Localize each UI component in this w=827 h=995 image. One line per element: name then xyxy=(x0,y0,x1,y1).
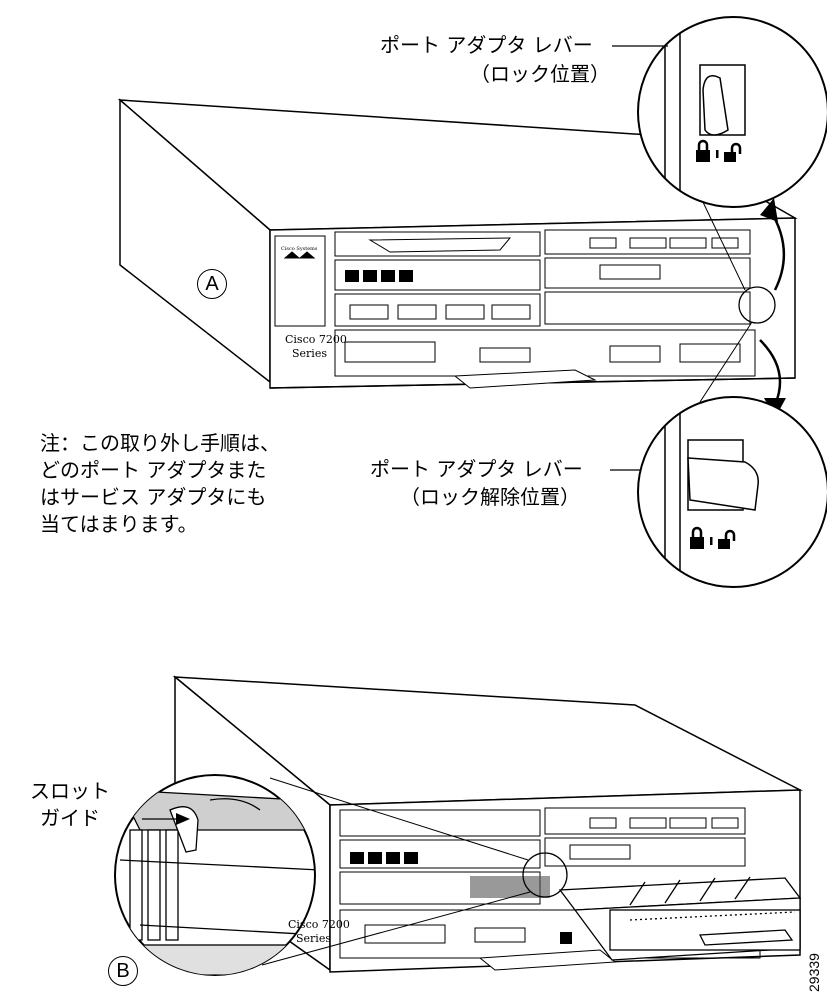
panel-b-letter: B xyxy=(108,956,138,986)
callout-unlocked-line1: ポート アダプタ レバー xyxy=(370,457,583,481)
slot-guide-line1: スロット xyxy=(30,779,110,803)
slot-guide-arrowhead xyxy=(176,813,190,825)
unlock-icon-2 xyxy=(718,529,736,549)
chassis-b-model-2: Series xyxy=(296,932,331,945)
chassis-a-slots xyxy=(274,229,756,389)
lever-detail-circle xyxy=(738,286,776,324)
callout-locked-line1: ポート アダプタ レバー xyxy=(380,33,593,57)
zoom-unlocked xyxy=(637,396,827,588)
figure-id: 29339 xyxy=(806,953,822,992)
note-line-1: 注：この取り外し手順は、 xyxy=(40,431,280,455)
lock-icon xyxy=(696,139,710,162)
callout-locked-line2: （ロック位置） xyxy=(470,62,610,86)
slot-interior xyxy=(470,876,550,898)
cisco-logo-a: Cisco Systems xyxy=(281,246,318,259)
port-adapter-pulled xyxy=(558,876,802,961)
chassis-a-model-2: Series xyxy=(292,347,327,360)
arrow-up-head xyxy=(760,198,778,222)
callout-unlocked-line2: （ロック解除位置） xyxy=(400,485,580,509)
note-line-3: はサービス アダプタにも xyxy=(40,485,267,509)
slot-guide-detail-circle xyxy=(522,852,568,898)
panel-a-letter: A xyxy=(197,269,227,299)
chassis-a-brand: Cisco Systems xyxy=(281,246,318,252)
lock-icon-2 xyxy=(690,526,704,549)
chassis-a-model-1: Cisco 7200 xyxy=(285,333,347,346)
note-line-2: どのポート アダプタまた xyxy=(40,458,267,482)
unlock-icon xyxy=(724,142,742,162)
zoom-locked xyxy=(637,16,827,208)
note-line-4: 当てはまります。 xyxy=(40,512,198,536)
slot-guide-line2: ガイド xyxy=(40,806,100,830)
chassis-b-slots xyxy=(339,807,761,971)
chassis-b-model-1: Cisco 7200 xyxy=(288,918,350,931)
